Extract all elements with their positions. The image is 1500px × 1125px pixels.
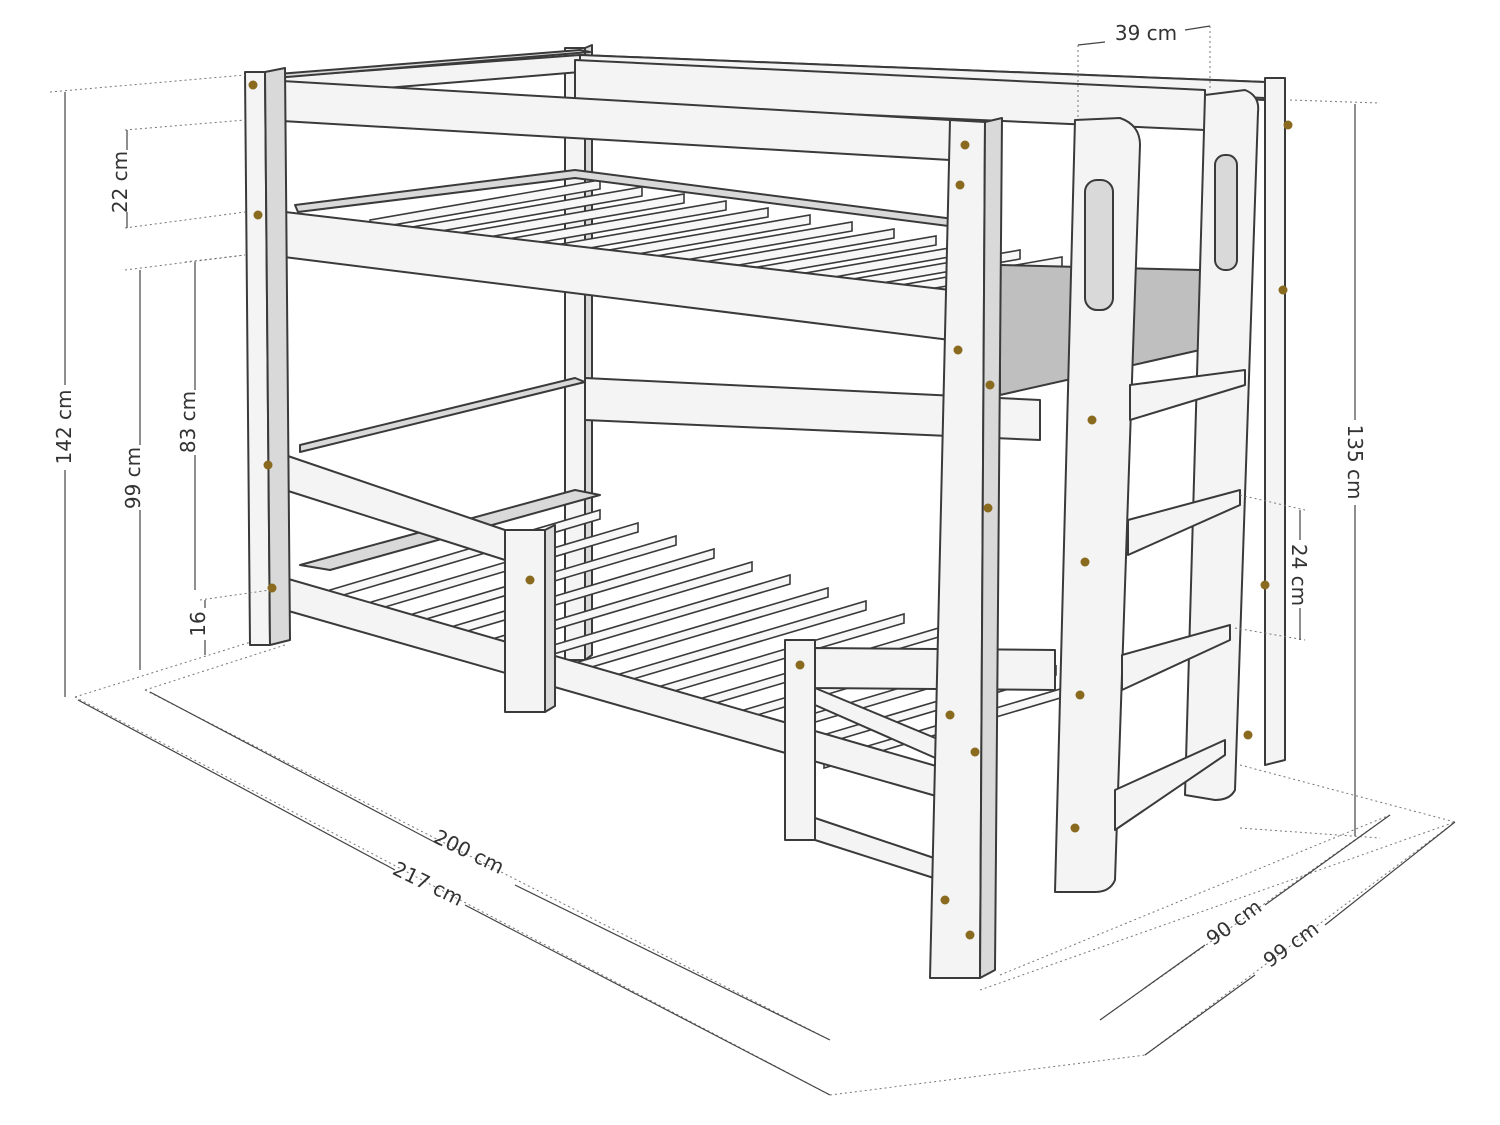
bolt-icon bbox=[1278, 285, 1288, 295]
bolt-icon bbox=[1243, 730, 1253, 740]
total-width-label: 99 cm bbox=[1259, 916, 1324, 972]
bottom-clearance-label: 16 bbox=[186, 611, 210, 636]
bolt-icon bbox=[263, 460, 273, 470]
bolt-icon bbox=[960, 140, 970, 150]
bolt-icon bbox=[1070, 823, 1080, 833]
step-spacing-label: 24 cm bbox=[1287, 544, 1311, 606]
bolt-icon bbox=[940, 895, 950, 905]
ladder bbox=[1054, 89, 1260, 893]
mattress-width-label: 90 cm bbox=[1202, 894, 1267, 950]
floor-footprint bbox=[74, 635, 1456, 1096]
bolt-icon bbox=[985, 380, 995, 390]
bolt-icon bbox=[525, 575, 535, 585]
bolt-icon bbox=[1260, 580, 1270, 590]
total-length-label: 217 cm bbox=[389, 856, 467, 910]
front-left-post bbox=[244, 67, 291, 646]
bolt-icon bbox=[1283, 120, 1293, 130]
mattress-length-label: 200 cm bbox=[430, 824, 508, 878]
bolts bbox=[248, 80, 1293, 940]
bolt-icon bbox=[953, 345, 963, 355]
total-height-label: 142 cm bbox=[52, 389, 76, 464]
bolt-icon bbox=[965, 930, 975, 940]
bolt-icon bbox=[795, 660, 805, 670]
bolt-icon bbox=[253, 210, 263, 220]
lower-clearance-label: 99 cm bbox=[121, 447, 145, 509]
bolt-icon bbox=[248, 80, 258, 90]
lower-bed-to-upper-label: 83 cm bbox=[176, 391, 200, 453]
bolt-icon bbox=[1087, 415, 1097, 425]
bolt-icon bbox=[1080, 557, 1090, 567]
upper-rail-height-label: 22 cm bbox=[108, 151, 132, 213]
ladder-height-label: 135 cm bbox=[1343, 424, 1367, 499]
bolt-icon bbox=[983, 503, 993, 513]
bolt-icon bbox=[1075, 690, 1085, 700]
bolt-icon bbox=[267, 583, 277, 593]
ladder-width-label: 39 cm bbox=[1115, 21, 1177, 45]
front-right-post bbox=[929, 117, 1003, 979]
bolt-icon bbox=[970, 747, 980, 757]
bolt-icon bbox=[945, 710, 955, 720]
bolt-icon bbox=[955, 180, 965, 190]
